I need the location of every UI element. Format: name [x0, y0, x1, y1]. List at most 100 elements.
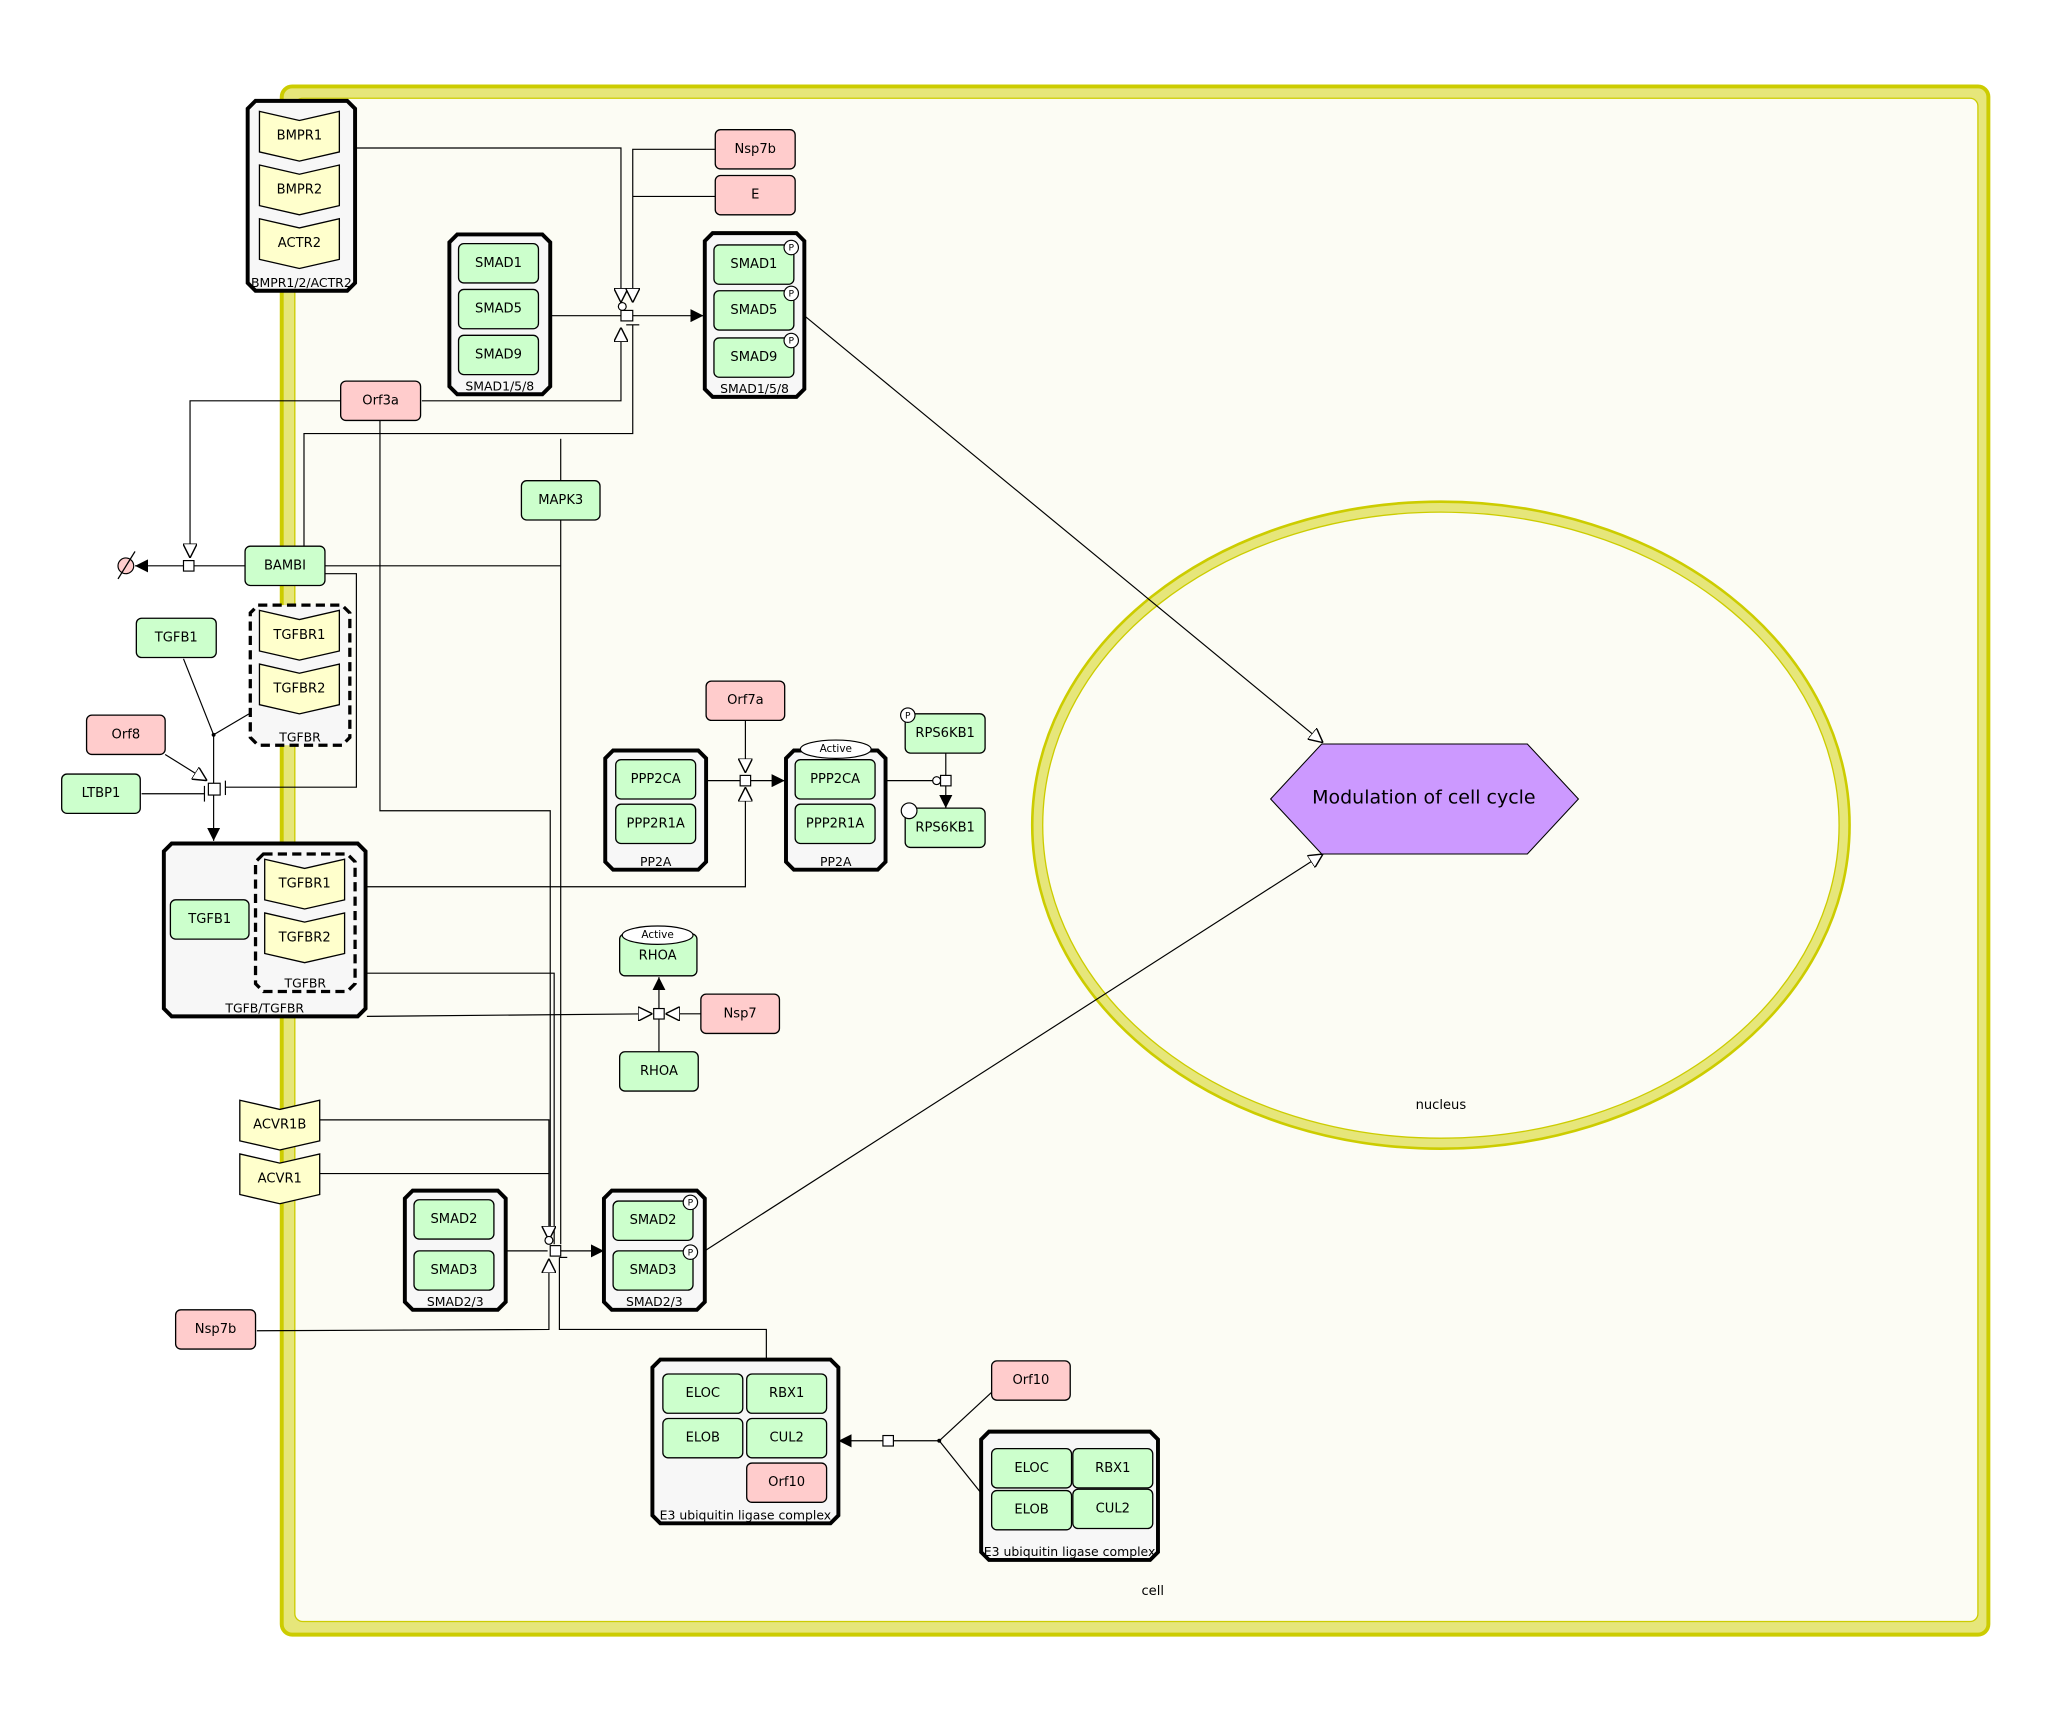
viral-protein-e[interactable]: E: [714, 174, 796, 216]
viral-protein-orf3a-label: Orf3a: [362, 393, 399, 408]
protein-rps6kb1-label: RPS6KB1: [915, 820, 974, 835]
viral-protein-orf10-label: Orf10: [1012, 1373, 1049, 1388]
protein-rps6kb1-phosphorylated-label: RPS6KB1: [915, 726, 974, 741]
phosphorylation-label: P: [788, 336, 794, 347]
protein-smad3[interactable]: SMAD3: [413, 1250, 495, 1291]
complex-smad1-5-8-label: SMAD1/5/8: [465, 378, 534, 393]
complex-smad1-5-8-phosphorylated-label: SMAD1/5/8: [720, 381, 789, 396]
complex-smad2-3-phosphorylated-label: SMAD2/3: [626, 1294, 683, 1309]
protein-cul2[interactable]: CUL2: [746, 1417, 828, 1459]
receptor-tgfbr2[interactable]: TGFBR2: [258, 663, 341, 715]
viral-protein-orf10-bound[interactable]: Orf10: [746, 1462, 828, 1503]
protein-eloc[interactable]: ELOC: [662, 1373, 744, 1414]
protein-smad2[interactable]: SMAD2: [413, 1199, 495, 1240]
viral-protein-nsp7b-2[interactable]: Nsp7b: [174, 1309, 257, 1350]
protein-tgfb1-bound[interactable]: TGFB1: [169, 899, 250, 940]
viral-protein-orf3a[interactable]: Orf3a: [340, 380, 422, 422]
protein-elob-2-label: ELOB: [1014, 1503, 1048, 1518]
viral-protein-orf7a[interactable]: Orf7a: [705, 680, 786, 722]
protein-smad1[interactable]: SMAD1: [457, 242, 540, 284]
phosphorylation-site-icon: P: [682, 1244, 699, 1260]
protein-ppp2r1a-active[interactable]: PPP2R1A: [794, 803, 876, 845]
protein-rhoa-active-label: RHOA: [639, 949, 677, 964]
viral-protein-orf10[interactable]: Orf10: [990, 1360, 1071, 1401]
protein-tgfb1-bound-label: TGFB1: [187, 912, 231, 927]
receptor-bmpr1[interactable]: BMPR1: [258, 110, 341, 162]
receptor-bmpr2[interactable]: BMPR2: [258, 164, 341, 216]
protein-ppp2ca[interactable]: PPP2CA: [615, 759, 697, 800]
protein-rbx1-2[interactable]: RBX1: [1072, 1447, 1154, 1489]
viral-protein-nsp7b-label: Nsp7b: [734, 142, 776, 157]
protein-rhoa[interactable]: RHOA: [618, 1051, 699, 1092]
protein-p-smad1[interactable]: SMAD1: [713, 244, 795, 285]
protein-p-smad5[interactable]: SMAD5: [713, 290, 795, 331]
complex-tgfbr-label: TGFBR: [278, 729, 321, 744]
complex-e3-ubiquitin-ligase-bound-label: E3 ubiquitin ligase complex: [660, 1507, 832, 1522]
protein-tgfb1[interactable]: TGFB1: [135, 617, 217, 659]
receptor-acvr1[interactable]: ACVR1: [239, 1153, 321, 1205]
viral-protein-nsp7b-2-label: Nsp7b: [195, 1322, 237, 1337]
receptor-inner-tgfbr2[interactable]: TGFBR2: [264, 912, 346, 964]
protein-cul2-2[interactable]: CUL2: [1072, 1488, 1154, 1530]
phenotype-label: Modulation of cell cycle: [1312, 787, 1535, 809]
receptor-inner-tgfbr1[interactable]: TGFBR1: [264, 858, 346, 910]
protein-ppp2r1a[interactable]: PPP2R1A: [615, 803, 697, 845]
receptor-acvr1b[interactable]: ACVR1B: [239, 1099, 321, 1151]
viral-protein-nsp7[interactable]: Nsp7: [700, 993, 781, 1035]
nucleus-label: nucleus: [1416, 1098, 1467, 1113]
protein-ltbp1[interactable]: LTBP1: [61, 773, 141, 815]
protein-eloc-2[interactable]: ELOC: [990, 1447, 1073, 1489]
protein-elob-2[interactable]: ELOB: [990, 1489, 1073, 1531]
phosphorylation-label: P: [788, 243, 794, 254]
protein-rhoa-active[interactable]: RHOA Active: [618, 925, 698, 977]
protein-smad9[interactable]: SMAD9: [457, 334, 540, 376]
viral-protein-nsp7b[interactable]: Nsp7b: [714, 129, 796, 170]
protein-eloc-label: ELOC: [686, 1386, 721, 1401]
protein-eloc-2-label: ELOC: [1014, 1461, 1049, 1476]
protein-rbx1[interactable]: RBX1: [746, 1373, 828, 1414]
protein-smad5[interactable]: SMAD5: [457, 288, 540, 330]
protein-p-smad9[interactable]: SMAD9: [713, 337, 795, 378]
protein-bambi[interactable]: BAMBI: [244, 545, 326, 587]
protein-p-smad3[interactable]: SMAD3: [612, 1250, 694, 1291]
receptor-bmpr2-label: BMPR2: [277, 182, 323, 197]
protein-elob-label: ELOB: [686, 1431, 720, 1446]
receptor-actr2[interactable]: ACTR2: [258, 217, 341, 270]
protein-mapk3-label: MAPK3: [538, 493, 583, 508]
receptor-tgfbr1[interactable]: TGFBR1: [258, 609, 341, 661]
protein-elob[interactable]: ELOB: [662, 1417, 744, 1459]
receptor-acvr1b-label: ACVR1B: [253, 1118, 306, 1133]
complex-e3-ubiquitin-ligase-label: E3 ubiquitin ligase complex: [984, 1544, 1156, 1559]
viral-protein-orf8[interactable]: Orf8: [85, 714, 166, 756]
protein-ppp2ca-active[interactable]: PPP2CA: [794, 759, 876, 800]
complex-smad2-3-label: SMAD2/3: [427, 1294, 484, 1309]
protein-ppp2r1a-label: PPP2R1A: [627, 816, 685, 831]
protein-smad5-label: SMAD5: [475, 302, 522, 317]
phenotype-modulation-of-cell-cycle[interactable]: Modulation of cell cycle: [1269, 743, 1580, 855]
receptor-inner-tgfbr2-label: TGFBR2: [278, 930, 331, 945]
protein-ppp2ca-label: PPP2CA: [631, 772, 681, 787]
degradation-icon: [117, 551, 136, 580]
viral-protein-orf8-label: Orf8: [112, 727, 141, 742]
viral-protein-orf10-bound-label: Orf10: [768, 1475, 805, 1490]
protein-smad2-label: SMAD2: [430, 1212, 477, 1227]
reaction-edges: [135, 147, 1323, 1494]
protein-mapk3[interactable]: MAPK3: [520, 480, 601, 521]
active-state-badge: Active: [621, 925, 694, 945]
protein-p-smad2[interactable]: SMAD2: [612, 1200, 694, 1242]
protein-rps6kb1[interactable]: RPS6KB1: [900, 802, 986, 849]
protein-cul2-2-label: CUL2: [1096, 1501, 1130, 1516]
